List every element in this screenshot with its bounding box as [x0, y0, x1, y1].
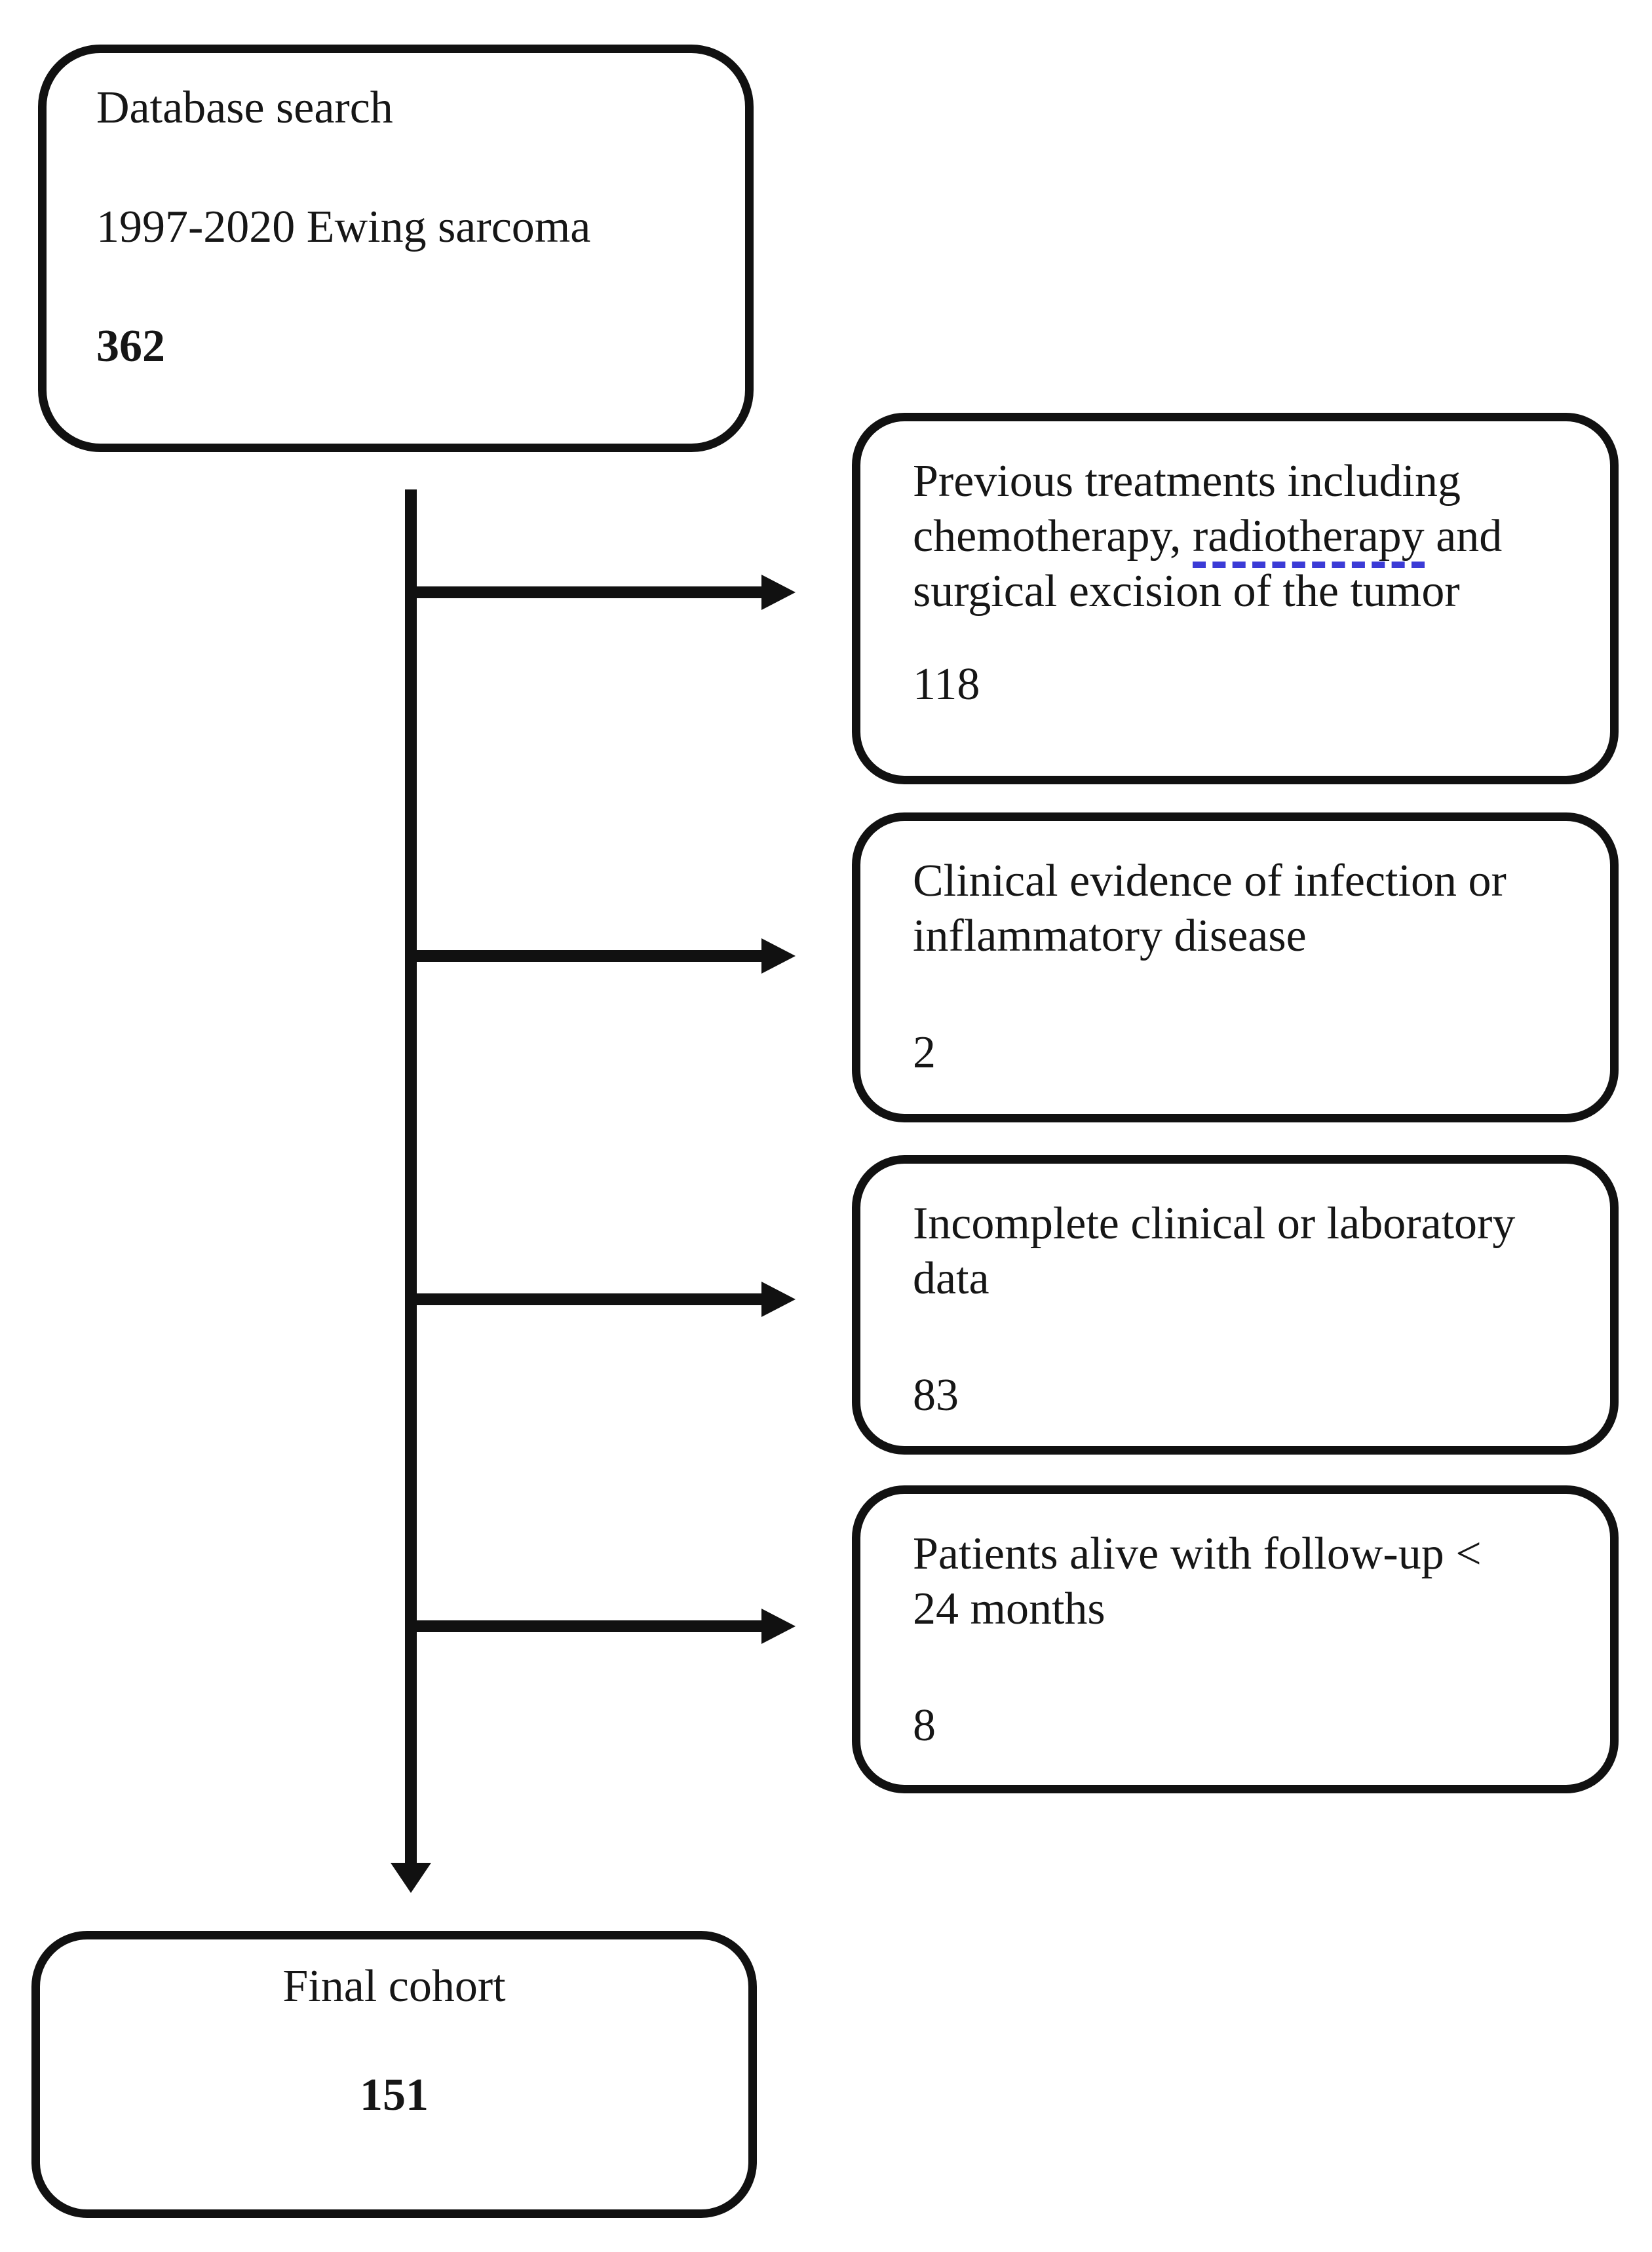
- arrowhead-right-icon-3: [761, 1282, 796, 1317]
- exclusion-1-line1: Previous treatments including: [913, 456, 1461, 506]
- exclusion-box-incomplete-data: Incomplete clinical or laboratory data 8…: [852, 1155, 1619, 1455]
- exclusion-4-line1: Patients alive with follow-up <: [913, 1529, 1482, 1579]
- exclusion-1-line2: chemotherapy, radiotherapy and: [913, 509, 1584, 568]
- exclusion-2-count: 2: [913, 1027, 936, 1078]
- exclusion-1-line2-pre: chemotherapy,: [913, 511, 1193, 562]
- final-cohort-count: 151: [360, 2070, 429, 2120]
- exclusion-3-count: 83: [913, 1370, 959, 1421]
- final-cohort-label: Final cohort: [282, 1961, 506, 2012]
- source-box-title: Database search: [96, 83, 393, 133]
- arrowhead-right-icon-4: [761, 1609, 796, 1644]
- exclusion-box-previous-treatments: Previous treatments including chemothera…: [852, 413, 1619, 784]
- exclusion-2-line1: Clinical evidence of infection or: [913, 856, 1507, 906]
- flow-line-vertical: [405, 489, 417, 1864]
- exclusion-2-line2: inflammatory disease: [913, 911, 1307, 961]
- exclusion-3-line2: data: [913, 1253, 989, 1304]
- exclusion-1-line2-post: and: [1424, 511, 1503, 562]
- exclusion-box-short-followup: Patients alive with follow-up < 24 month…: [852, 1485, 1619, 1793]
- exclusion-4-line2: 24 months: [913, 1584, 1105, 1634]
- arrowhead-down-icon: [391, 1863, 431, 1893]
- spellcheck-underlined-word: radiotherapy: [1192, 511, 1425, 568]
- final-cohort-box: Final cohort 151: [31, 1931, 757, 2218]
- arrowhead-right-icon-2: [761, 938, 796, 974]
- exclusion-3-line1: Incomplete clinical or laboratory: [913, 1198, 1516, 1249]
- database-search-box: Database search 1997-2020 Ewing sarcoma …: [38, 45, 754, 452]
- branch-arrow-line-1: [405, 586, 763, 598]
- exclusion-box-infection: Clinical evidence of infection or inflam…: [852, 812, 1619, 1122]
- exclusion-1-line3: surgical excision of the tumor: [913, 566, 1460, 617]
- arrowhead-right-icon-1: [761, 575, 796, 610]
- source-box-criteria: 1997-2020 Ewing sarcoma: [96, 202, 591, 252]
- source-box-count: 362: [96, 321, 165, 372]
- branch-arrow-line-2: [405, 950, 763, 962]
- branch-arrow-line-4: [405, 1620, 763, 1632]
- exclusion-4-count: 8: [913, 1700, 936, 1751]
- exclusion-1-count: 118: [913, 659, 980, 710]
- branch-arrow-line-3: [405, 1293, 763, 1305]
